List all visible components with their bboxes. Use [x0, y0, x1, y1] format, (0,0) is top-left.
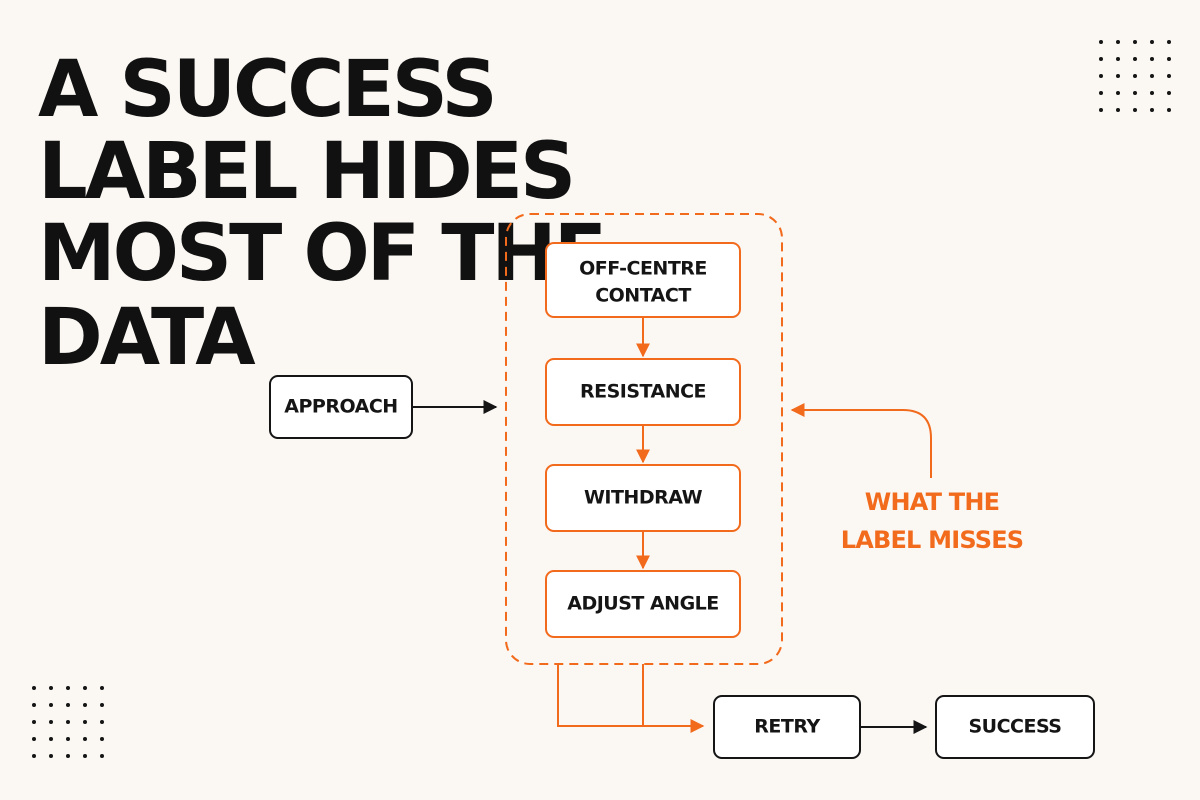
node-withdraw: WITHDRAW: [545, 464, 741, 532]
node-off-centre-contact-label-line-1: OFF-CENTRE: [579, 258, 707, 280]
decorative-dot-grid-top-right: [1099, 40, 1171, 112]
decorative-dot: [83, 754, 87, 758]
node-adjust-angle-label: ADJUST ANGLE: [567, 593, 719, 615]
node-retry-label: RETRY: [754, 716, 820, 738]
decorative-dot: [66, 703, 70, 707]
title-line-2: LABEL HIDES: [38, 127, 573, 217]
annotation-line-1: WHAT THE: [865, 488, 999, 516]
node-adjust-angle: ADJUST ANGLE: [545, 570, 741, 638]
decorative-dot: [1116, 57, 1120, 61]
decorative-dot: [32, 754, 36, 758]
decorative-dot: [1167, 57, 1171, 61]
decorative-dot: [1150, 108, 1154, 112]
decorative-dot: [49, 754, 53, 758]
page-title: A SUCCESS LABEL HIDES MOST OF THE DATA: [38, 45, 607, 383]
decorative-dot: [1116, 40, 1120, 44]
decorative-dot: [32, 720, 36, 724]
decorative-dot: [49, 686, 53, 690]
title-line-3: MOST OF THE: [38, 209, 604, 299]
decorative-dot: [66, 720, 70, 724]
decorative-dot: [1133, 57, 1137, 61]
node-adjust-angle-box: [545, 570, 741, 638]
annotation-arrow: [790, 403, 932, 478]
decorative-dot: [100, 686, 104, 690]
decorative-dot: [1167, 91, 1171, 95]
decorative-dot: [1116, 91, 1120, 95]
decorative-dot-grid-bottom-left: [32, 686, 104, 758]
decorative-dot: [32, 703, 36, 707]
decorative-dot: [49, 703, 53, 707]
decorative-dot: [66, 686, 70, 690]
decorative-dot: [83, 703, 87, 707]
decorative-dot: [100, 737, 104, 741]
decorative-dot: [1133, 74, 1137, 78]
decorative-dot: [1099, 91, 1103, 95]
node-resistance-label: RESISTANCE: [580, 381, 706, 403]
title-line-4: DATA: [38, 293, 255, 383]
decorative-dot: [1167, 74, 1171, 78]
decorative-dot: [1150, 91, 1154, 95]
decorative-dot: [83, 686, 87, 690]
node-approach-label: APPROACH: [284, 396, 397, 418]
decorative-dot: [100, 703, 104, 707]
decorative-dot: [49, 737, 53, 741]
decorative-dot: [1099, 57, 1103, 61]
decorative-dot: [32, 686, 36, 690]
decorative-dot: [1150, 40, 1154, 44]
decorative-dot: [1167, 108, 1171, 112]
node-approach: APPROACH: [269, 375, 413, 439]
decorative-dot: [1099, 40, 1103, 44]
decorative-dot: [1133, 91, 1137, 95]
decorative-dot: [1099, 74, 1103, 78]
decorative-dot: [1099, 108, 1103, 112]
title-line-1: A SUCCESS: [38, 45, 495, 135]
connector-group-left-to-retry: [557, 664, 643, 727]
node-resistance: RESISTANCE: [545, 358, 741, 426]
decorative-dot: [1133, 40, 1137, 44]
decorative-dot: [83, 737, 87, 741]
decorative-dot: [1150, 57, 1154, 61]
decorative-dot: [1116, 74, 1120, 78]
decorative-dot: [100, 720, 104, 724]
decorative-dot: [1133, 108, 1137, 112]
decorative-dot: [83, 720, 87, 724]
annotation-what-the-label-misses: WHAT THE LABEL MISSES: [841, 488, 1024, 554]
node-withdraw-label: WITHDRAW: [584, 487, 703, 509]
decorative-dot: [66, 754, 70, 758]
decorative-dot: [1150, 74, 1154, 78]
node-success: SUCCESS: [935, 695, 1095, 759]
annotation-line-2: LABEL MISSES: [841, 526, 1024, 554]
node-success-box: [935, 695, 1095, 759]
decorative-dot: [1116, 108, 1120, 112]
node-off-centre-contact-label-line-2: CONTACT: [595, 285, 691, 307]
decorative-dot: [66, 737, 70, 741]
node-success-label: SUCCESS: [969, 716, 1062, 738]
decorative-dot: [100, 754, 104, 758]
node-off-centre-contact: OFF-CENTRE CONTACT: [545, 242, 741, 318]
connector-group-to-retry: [642, 664, 705, 733]
decorative-dot: [1167, 40, 1171, 44]
node-retry: RETRY: [713, 695, 861, 759]
decorative-dot: [49, 720, 53, 724]
decorative-dot: [32, 737, 36, 741]
